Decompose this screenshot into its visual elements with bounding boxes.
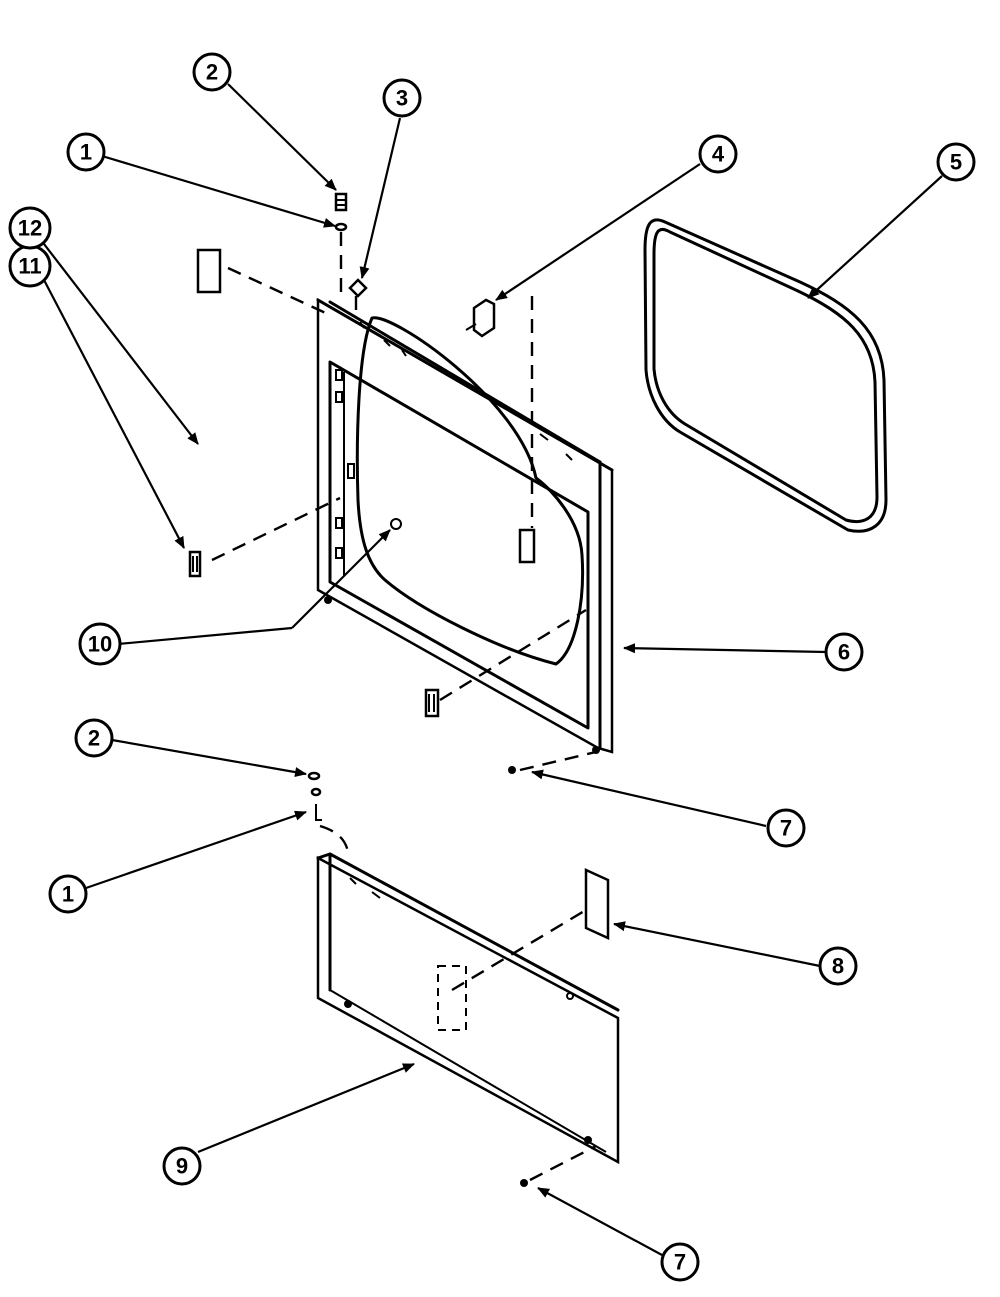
callout-number: 1 (62, 882, 74, 907)
callout-balloon: 12 (8, 206, 52, 250)
callout-number: 4 (712, 142, 725, 167)
callout-number: 12 (18, 216, 42, 241)
callout-number: 7 (780, 816, 792, 841)
callout-balloon: 4 (698, 134, 738, 174)
callout-number: 6 (838, 640, 850, 665)
screw-lower (307, 771, 322, 821)
callout-balloon: 6 (824, 632, 864, 672)
callout-number: 5 (950, 150, 962, 175)
screw-7-lower (520, 1179, 528, 1187)
callout-number: 2 (88, 726, 100, 751)
lower-panel (316, 852, 620, 1165)
callout-number: 11 (18, 254, 41, 279)
callout-balloon: 7 (766, 808, 806, 848)
callout-balloon: 7 (660, 1242, 700, 1282)
callout-balloon: 3 (382, 78, 422, 118)
callout-number: 3 (396, 86, 408, 111)
callout-number: 8 (832, 954, 844, 979)
hinge-part-4 (465, 298, 496, 338)
callout-balloon: 2 (74, 718, 114, 758)
callout-number: 7 (674, 1250, 686, 1275)
clip-part-11 (188, 550, 202, 578)
callout-balloon: 11 (8, 244, 52, 288)
assembly-lines (211, 232, 597, 1182)
catch-part (518, 528, 536, 564)
callout-number: 10 (88, 632, 112, 657)
callout-balloon: 10 (78, 622, 122, 666)
callout-number: 9 (176, 1154, 188, 1179)
door-gasket (643, 218, 888, 533)
clip-part-3 (348, 278, 368, 298)
screw-top (334, 192, 348, 232)
label-part-12 (196, 248, 222, 294)
clip-lower (424, 688, 440, 718)
screw-7-upper (508, 766, 516, 774)
callout-number: 1 (80, 140, 92, 165)
callout-balloon: 5 (936, 142, 976, 182)
callout-balloon: 1 (48, 874, 88, 914)
callout-balloon: 8 (818, 946, 858, 986)
leader-lines (43, 83, 943, 1256)
callout-balloon: 2 (192, 52, 232, 92)
callout-number: 2 (206, 60, 218, 85)
callout-balloon: 9 (162, 1146, 202, 1186)
label-part-8 (584, 868, 610, 940)
callout-balloon: 1 (66, 132, 106, 172)
